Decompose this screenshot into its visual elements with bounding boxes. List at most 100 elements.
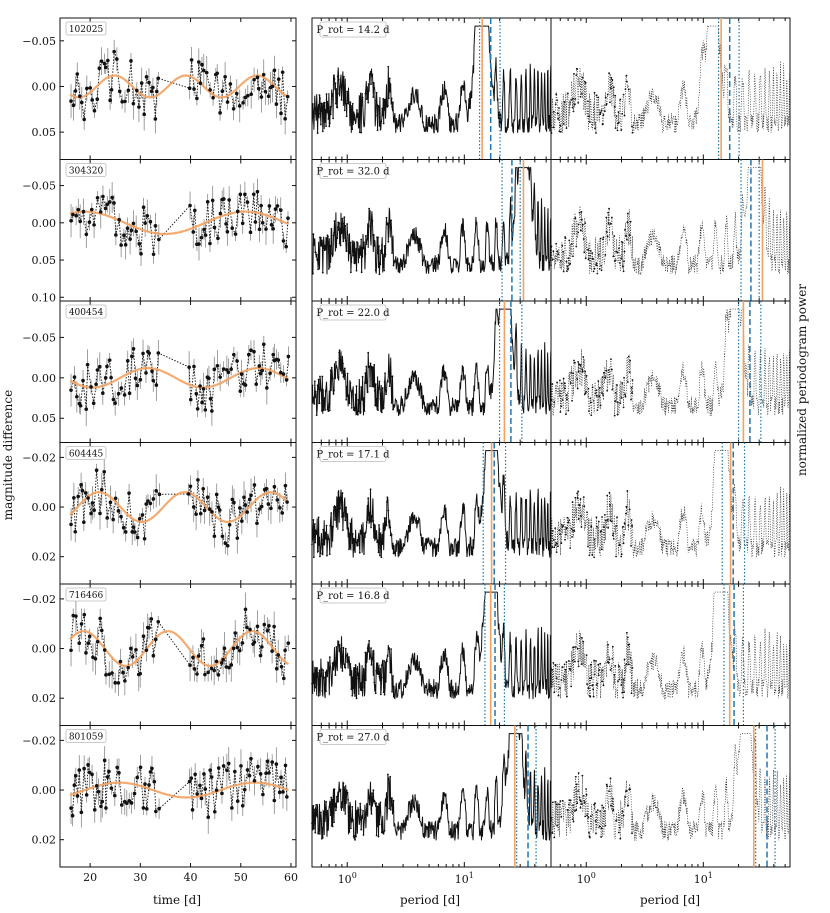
periodogram-sample bbox=[559, 124, 562, 127]
periodogram-sample bbox=[566, 526, 568, 529]
data-point bbox=[139, 81, 144, 85]
periodogram-sample bbox=[379, 398, 382, 400]
periodogram-sample bbox=[623, 114, 626, 117]
periodogram-sample bbox=[576, 497, 579, 500]
periodogram-sample bbox=[577, 772, 580, 774]
periodogram-sample bbox=[596, 272, 599, 275]
data-point bbox=[243, 607, 248, 612]
periodogram-sample bbox=[561, 399, 564, 401]
data-point bbox=[117, 89, 122, 94]
periodogram-sample bbox=[374, 269, 377, 272]
periodogram-sample bbox=[342, 240, 345, 243]
periodogram-sample bbox=[606, 389, 609, 392]
data-point bbox=[157, 492, 162, 497]
periodogram-sample bbox=[582, 640, 585, 643]
periodogram-sample bbox=[630, 398, 632, 401]
periodogram-sample bbox=[333, 389, 335, 392]
periodogram-sample bbox=[591, 386, 594, 389]
periodogram-sample bbox=[351, 389, 354, 392]
periodogram-sample bbox=[612, 86, 615, 89]
periodogram-panel-b bbox=[550, 159, 791, 302]
periodogram-sample bbox=[332, 393, 335, 395]
data-point bbox=[283, 763, 288, 768]
data-point bbox=[279, 111, 283, 116]
data-point bbox=[134, 647, 138, 652]
data-point bbox=[275, 498, 280, 502]
periodogram-sample bbox=[566, 516, 569, 519]
data-point bbox=[235, 536, 240, 540]
periodogram-sample bbox=[319, 811, 322, 814]
periodogram-sample bbox=[622, 542, 625, 545]
periodogram-sample bbox=[368, 218, 371, 221]
periodogram-sample bbox=[313, 808, 316, 811]
data-point bbox=[123, 99, 127, 104]
periodogram-sample bbox=[610, 87, 612, 90]
periodogram-sample bbox=[315, 814, 318, 817]
data-point bbox=[156, 620, 161, 624]
data-point bbox=[75, 794, 80, 798]
data-point bbox=[279, 775, 283, 780]
periodogram-sample bbox=[605, 102, 608, 105]
periodogram-sample bbox=[597, 380, 600, 382]
data-point bbox=[149, 617, 154, 621]
data-point bbox=[84, 793, 89, 797]
periodogram-sample bbox=[382, 691, 385, 694]
periodogram-sample bbox=[354, 695, 356, 697]
periodogram-sample bbox=[356, 411, 359, 413]
periodogram-sample bbox=[552, 662, 555, 664]
data-point bbox=[131, 346, 136, 351]
data-point bbox=[222, 646, 227, 651]
periodogram-sample bbox=[551, 801, 554, 804]
periodogram-sample bbox=[354, 664, 357, 666]
periodogram-sample bbox=[610, 222, 612, 225]
data-point bbox=[226, 761, 231, 766]
star-id-box bbox=[65, 304, 107, 319]
periodogram-sample bbox=[316, 132, 319, 134]
periodogram-sample bbox=[601, 516, 603, 518]
periodogram-frame bbox=[550, 442, 791, 585]
periodogram-sample bbox=[381, 405, 384, 408]
periodogram-sample bbox=[317, 694, 320, 697]
data-point bbox=[192, 667, 197, 671]
periodogram-sample bbox=[607, 662, 610, 664]
data-point bbox=[115, 57, 119, 61]
periodogram-sample bbox=[314, 112, 317, 115]
data-point bbox=[77, 94, 82, 98]
data-point bbox=[153, 637, 158, 642]
data-point bbox=[281, 372, 286, 376]
star-id-box bbox=[65, 729, 107, 743]
periodogram-sample bbox=[335, 646, 338, 648]
periodogram-sample bbox=[365, 98, 368, 101]
data-point bbox=[153, 117, 158, 121]
periodogram-sample bbox=[339, 507, 341, 510]
periodogram-sample bbox=[576, 378, 579, 380]
periodogram-sample bbox=[569, 262, 572, 265]
periodogram-sample bbox=[558, 130, 561, 133]
data-point bbox=[245, 510, 249, 514]
periodogram-sample bbox=[352, 687, 355, 690]
periodogram-sample bbox=[562, 122, 565, 125]
data-point bbox=[99, 628, 104, 633]
data-point bbox=[259, 95, 264, 99]
periodogram-sample bbox=[335, 806, 338, 808]
periodogram-sample bbox=[359, 808, 362, 811]
data-point bbox=[187, 779, 192, 784]
periodogram-sample bbox=[617, 111, 620, 114]
periodogram-sample bbox=[554, 527, 557, 530]
periodogram-sample bbox=[355, 812, 358, 815]
periodogram-sample bbox=[387, 65, 390, 68]
periodogram-sample bbox=[593, 556, 595, 559]
data-point bbox=[91, 401, 96, 405]
data-point bbox=[104, 806, 108, 810]
periodogram-sample bbox=[567, 257, 570, 260]
periodogram-sample bbox=[576, 802, 579, 805]
periodogram-sample bbox=[585, 793, 588, 796]
periodogram-sample bbox=[362, 247, 365, 250]
periodogram-sample bbox=[565, 260, 568, 263]
periodogram-sample bbox=[368, 797, 371, 800]
periodogram-sample bbox=[348, 548, 350, 551]
data-point bbox=[133, 376, 138, 381]
periodogram-sample bbox=[601, 804, 603, 807]
periodogram-sample bbox=[550, 245, 553, 248]
periodogram-sample bbox=[619, 837, 622, 840]
